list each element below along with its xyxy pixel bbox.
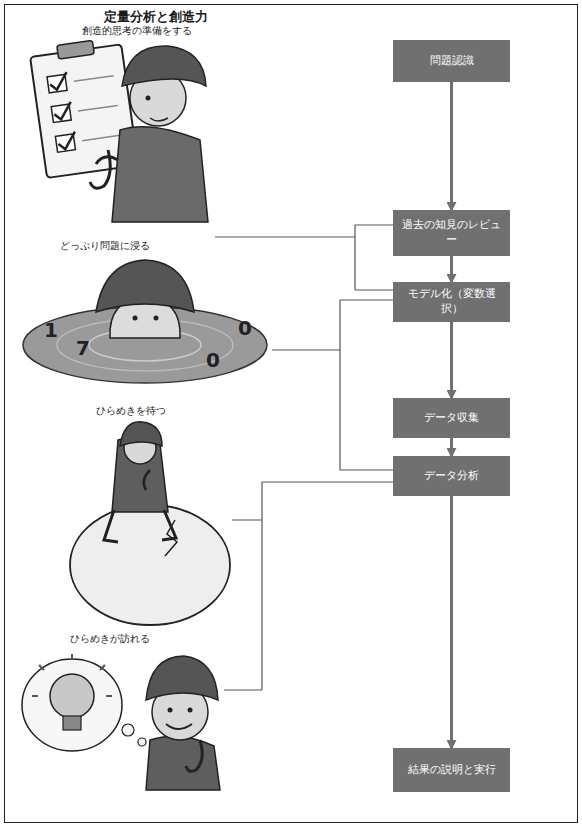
puddle-number: 0 [238,318,252,338]
box-text: 過去の知見のレビュー [399,218,504,248]
illustration-caption: 創造的思考の準備をする [82,24,192,38]
process-box: モデル化（変数選択） [393,282,510,322]
puddle-illustration [23,260,267,383]
flow-arrow [450,256,453,282]
clipboard-illustration [29,36,208,222]
process-box: データ分析 [393,456,510,496]
box-text: データ分析 [424,469,479,484]
flow-arrow [450,322,453,398]
process-box: 結果の説明と実行 [393,748,510,792]
frame [5,5,578,823]
lightbulb-illustration [22,654,220,790]
flow-arrow [450,496,453,748]
bracket-lines [215,225,393,690]
process-box: 過去の知見のレビュー [393,210,510,256]
process-box: 問題認識 [393,40,510,82]
figure-title: 定量分析と創造力 [104,8,208,26]
puddle-number: 1 [44,320,58,340]
process-box: データ収集 [393,398,510,438]
illustration-caption: ひらめきが訪れる [70,632,150,646]
box-text: 問題認識 [430,54,474,69]
illustration-caption: ひらめきを待つ [96,404,166,418]
box-text: データ収集 [424,411,479,426]
illustration-caption: どっぷり問題に浸る [60,239,150,253]
egg-illustration [70,422,230,625]
puddle-number: 0 [206,350,220,370]
box-text: 結果の説明と実行 [408,763,496,778]
flow-arrow [450,82,453,210]
flow-arrow [450,438,453,456]
puddle-number: 7 [76,338,90,358]
box-text: モデル化（変数選択） [399,287,504,317]
